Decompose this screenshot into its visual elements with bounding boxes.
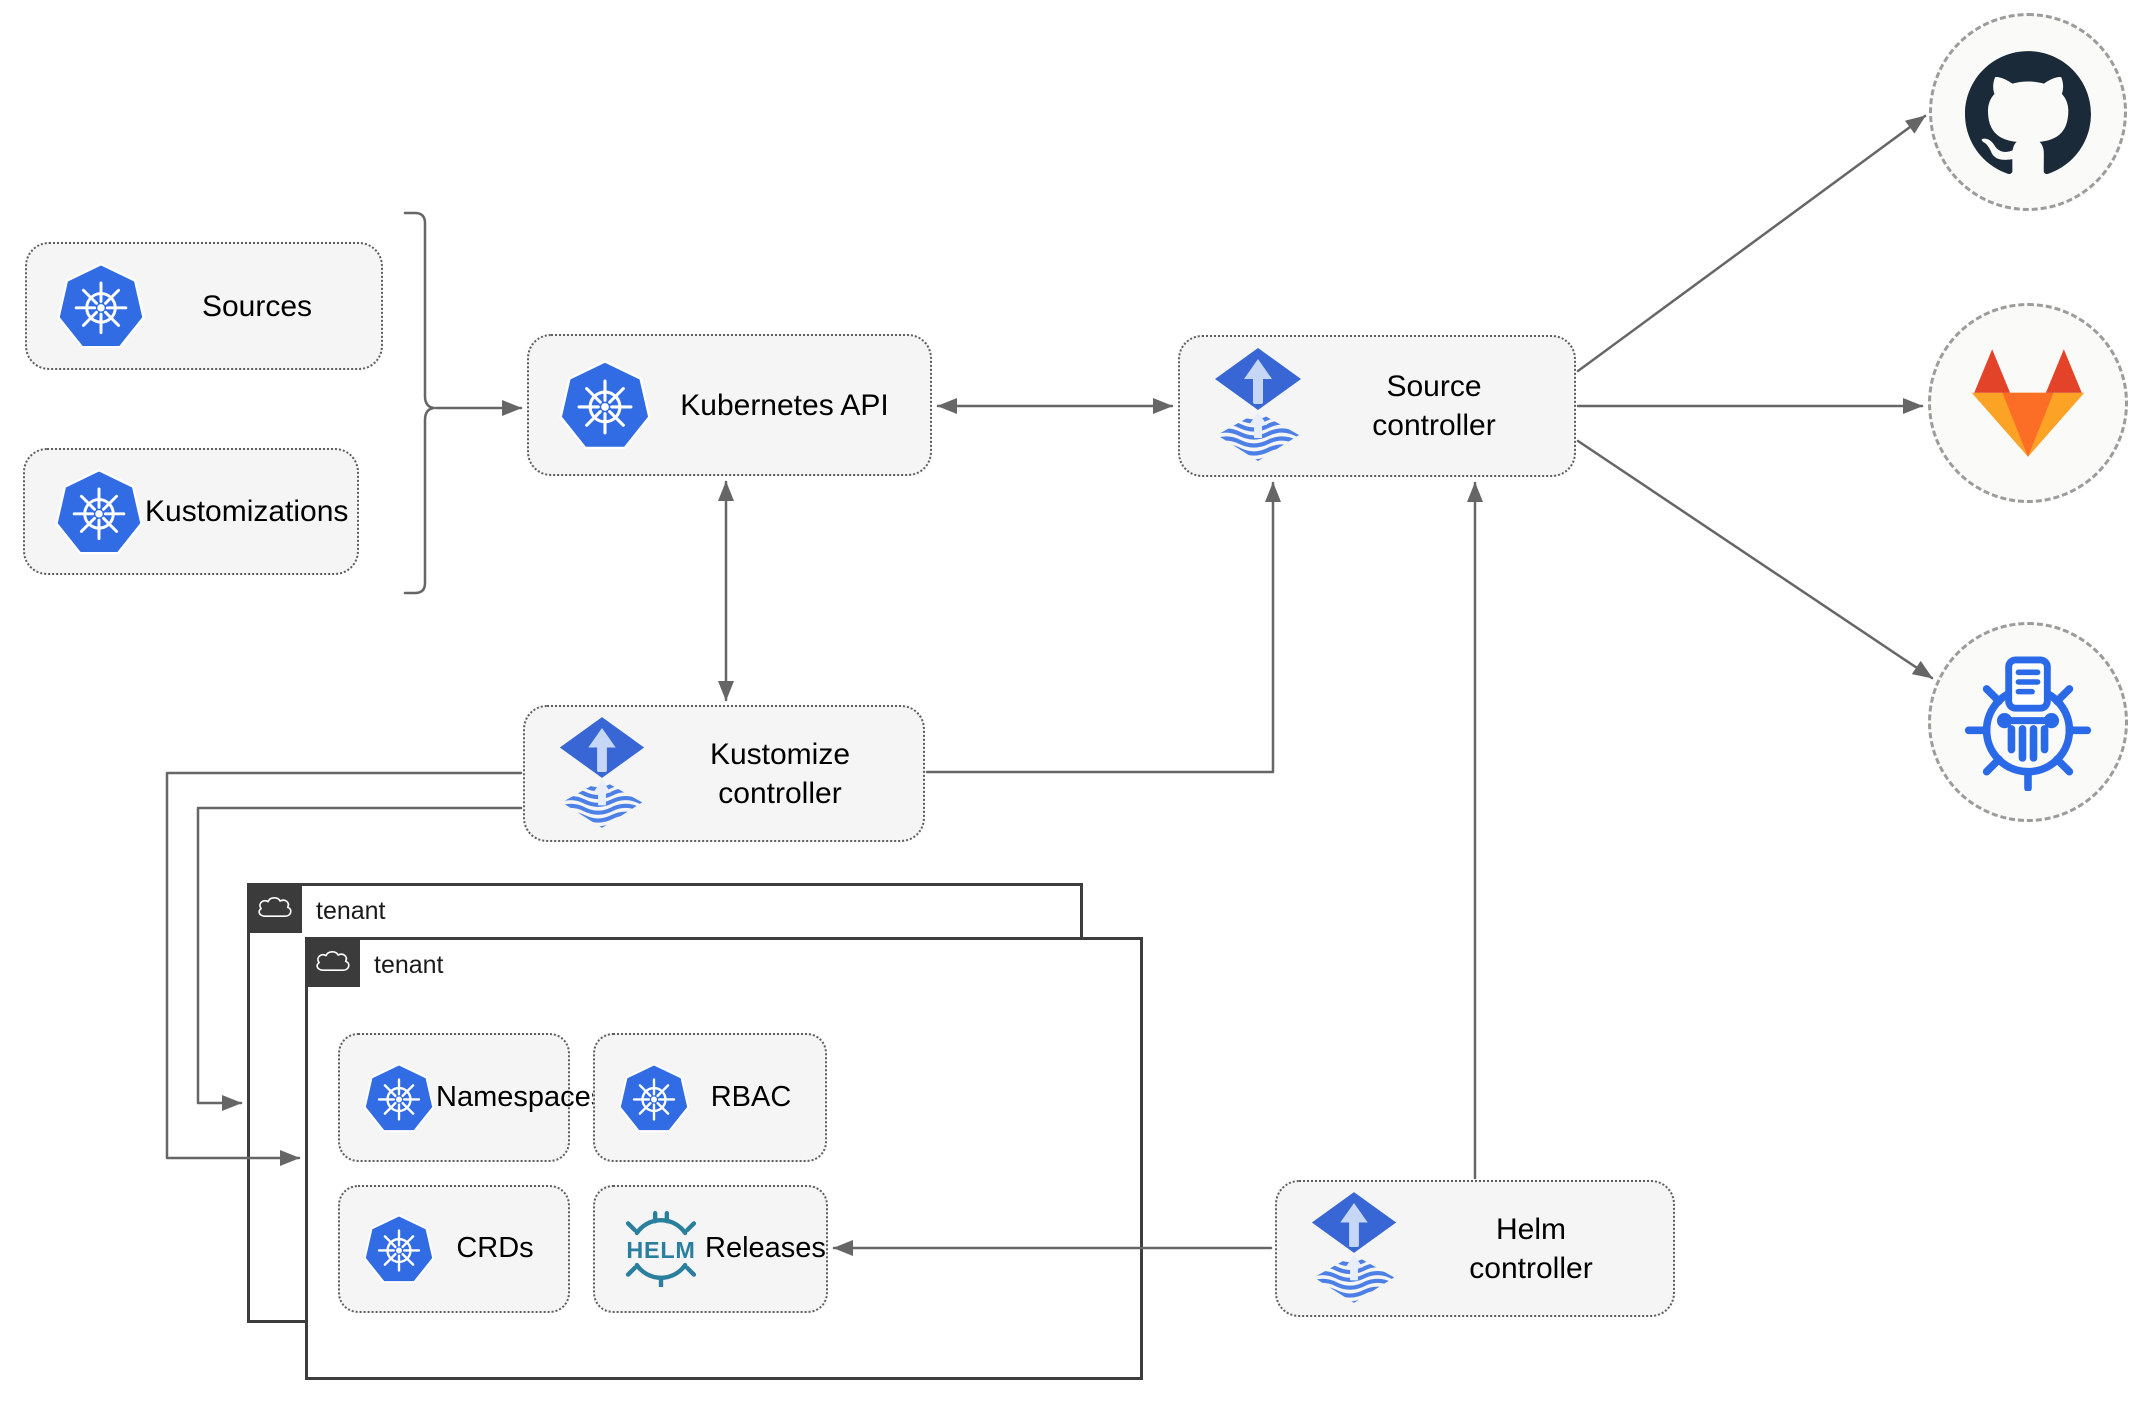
endpoint-github bbox=[1929, 13, 2127, 211]
node-label: Kubernetes API bbox=[680, 388, 889, 422]
endpoint-gitlab bbox=[1928, 303, 2128, 503]
kubernetes-icon bbox=[362, 1212, 436, 1286]
node-kustomize-controller: Kustomize controller bbox=[523, 705, 925, 842]
chartmuseum-icon bbox=[1959, 653, 2097, 791]
node-kustomizations: Kustomizations bbox=[23, 448, 359, 575]
node-releases: Releases bbox=[593, 1185, 828, 1313]
node-label: Namespaces bbox=[436, 1080, 606, 1113]
gitlab-icon bbox=[1971, 349, 2085, 457]
node-label: Source controller bbox=[1372, 370, 1496, 442]
kubernetes-icon bbox=[53, 466, 145, 558]
node-kubernetes-api: Kubernetes API bbox=[527, 334, 932, 476]
edge-kustomize-to-source-controller bbox=[925, 481, 1281, 774]
helm-icon bbox=[617, 1211, 705, 1287]
cloud-icon bbox=[247, 883, 302, 933]
edge-source-controller-to-chartmuseum bbox=[1576, 439, 1934, 680]
node-helm-controller: Helm controller bbox=[1275, 1180, 1675, 1317]
node-crds: CRDs bbox=[338, 1185, 570, 1313]
node-label: Sources bbox=[201, 289, 313, 323]
kubernetes-icon bbox=[362, 1061, 436, 1135]
node-source-controller: Source controller bbox=[1178, 335, 1576, 477]
node-label: CRDs bbox=[456, 1232, 534, 1265]
endpoint-chartmuseum bbox=[1928, 622, 2128, 822]
node-rbac: RBAC bbox=[593, 1033, 827, 1162]
github-icon bbox=[1965, 50, 2091, 174]
node-namespaces: Namespaces bbox=[338, 1033, 605, 1162]
kubernetes-icon bbox=[617, 1061, 691, 1135]
cloud-icon bbox=[305, 937, 360, 987]
flux-icon bbox=[1305, 1192, 1403, 1306]
flux-icon bbox=[553, 717, 651, 831]
node-label: Helm controller bbox=[1469, 1212, 1593, 1285]
node-label: Kustomize controller bbox=[709, 737, 851, 810]
node-label: Kustomizations bbox=[145, 495, 349, 528]
kubernetes-icon bbox=[557, 357, 653, 453]
edge-brace-sources-kustomizations bbox=[403, 211, 436, 595]
node-sources: Sources bbox=[25, 242, 383, 370]
tenant-label: tenant bbox=[316, 897, 386, 925]
flux-icon bbox=[1208, 348, 1308, 464]
node-label: Releases bbox=[705, 1232, 826, 1265]
tenant-label: tenant bbox=[374, 951, 444, 979]
kubernetes-icon bbox=[55, 260, 147, 352]
node-label: RBAC bbox=[710, 1080, 792, 1113]
edge-source-controller-to-github bbox=[1576, 114, 1927, 373]
